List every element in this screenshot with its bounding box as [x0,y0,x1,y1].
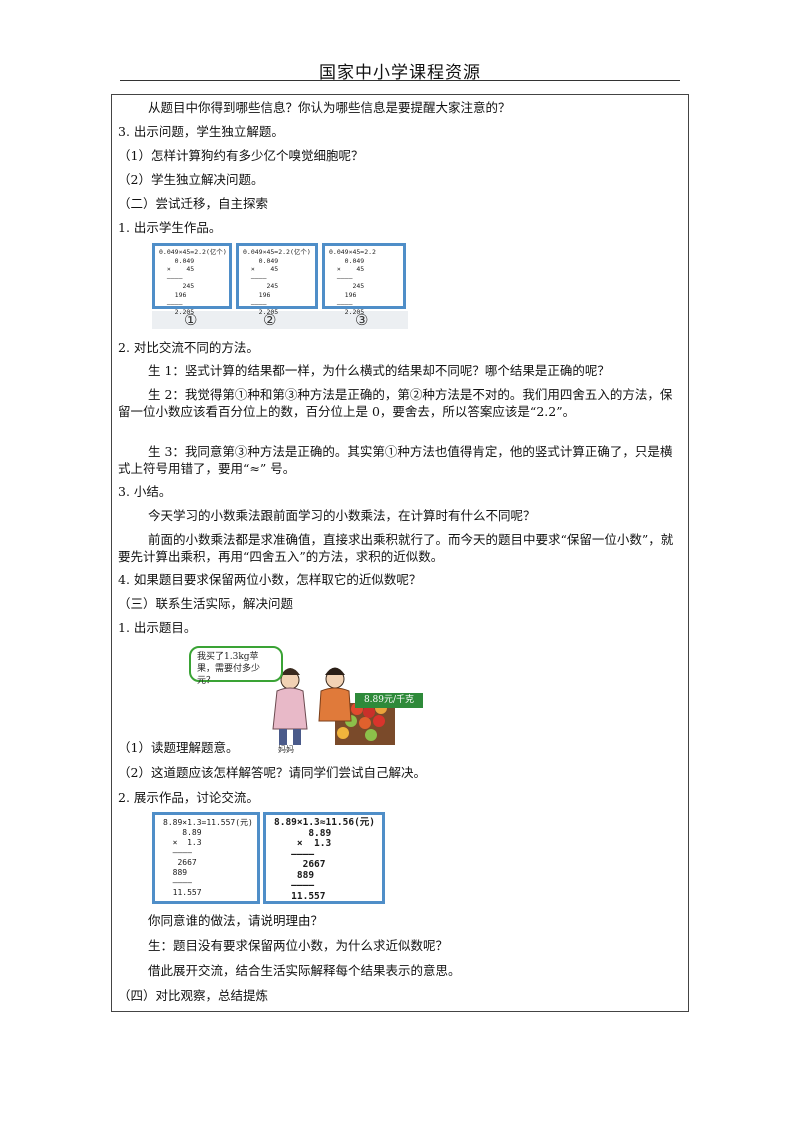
text-line: （1）读题理解题意。 [118,740,239,755]
apple-shape [373,715,385,727]
text-line: 1. 出示题目。 [118,620,197,635]
section-heading: （四）对比观察，总结提炼 [118,988,269,1003]
text-line: 3. 小结。 [118,484,172,499]
header-rule [120,80,680,81]
text-line: 今天学习的小数乘法跟前面学习的小数乘法，在计算时有什么不同呢？ [148,508,536,523]
market-illustration [272,667,395,745]
text-line: 生：题目没有要求保留两位小数，为什么求近似数呢？ [148,938,449,953]
text-line: 从题目中你得到哪些信息？你认为哪些信息是要提醒大家注意的？ [148,100,511,115]
student-work-3: 0.049×45≈2.2 0.049 × 45 ———— 245 196 ———… [322,243,406,316]
work-label: ③ [355,311,369,329]
customer-body [272,687,308,730]
paragraph: 生 2：我觉得第①种和第③种方法是正确的，第②种方法是不对的。我们用四舍五入的方… [118,387,673,419]
text-line: 你同意谁的做法，请说明理由？ [148,913,324,928]
work-text: 0.049×45=2.2(亿个) 0.049 × 45 ———— 245 196… [159,248,227,317]
student-work-1: 0.049×45=2.2(亿个) 0.049 × 45 ———— 245 196… [152,243,232,316]
text-line: 生 1：竖式计算的结果都一样，为什么横式的结果却不同呢？哪个结果是正确的呢？ [148,363,610,378]
paragraph: 前面的小数乘法都是求准确值，直接求出乘积就行了。而今天的题目中要求“保留一位小数… [118,532,674,564]
shown-work-2: 8.89×1.3≈11.56(元) 8.89 × 1.3 ———— 2667 8… [263,812,385,904]
text-line: 3. 出示问题，学生独立解题。 [118,124,284,139]
text-line: 2. 展示作品，讨论交流。 [118,790,259,805]
customer-leg [293,729,301,745]
work-label: ① [184,311,198,329]
shown-work-1: 8.89×1.3=11.557(元) 8.89 × 1.3 ———— 2667 … [152,812,260,904]
fruit-shape [359,717,371,729]
page-title: 国家中小学课程资源 [319,63,481,83]
seller-hair [325,667,345,675]
text-line: （1）怎样计算狗约有多少亿个嗅觉细胞呢？ [118,148,364,163]
text-line: 2. 对比交流不同的方法。 [118,340,259,355]
work-text: 0.049×45≈2.2(亿个) 0.049 × 45 ———— 245 196… [243,248,311,317]
paragraph: 生 3：我同意第③种方法是正确的。其实第①种方法也值得肯定，他的竖式计算正确了，… [118,444,673,476]
customer-leg [279,729,287,745]
lesson-frame [111,94,689,1012]
price-tag: 8.89元/千克 [355,693,423,708]
seller-body [318,687,352,722]
work-text: 8.89×1.3≈11.56(元) 8.89 × 1.3 ———— 2667 8… [274,817,376,902]
section-heading: （三）联系生活实际，解决问题 [118,596,294,611]
work-text: 8.89×1.3=11.557(元) 8.89 × 1.3 ———— 2667 … [163,818,253,897]
fruit-shape [365,729,377,741]
section-heading: （二）尝试迁移，自主探索 [118,196,269,211]
student-work-2: 0.049×45≈2.2(亿个) 0.049 × 45 ———— 245 196… [236,243,318,316]
apple-shape [363,706,375,718]
work-text: 0.049×45≈2.2 0.049 × 45 ———— 245 196 ———… [329,248,376,317]
text-line: （2）这道题应该怎样解答呢？请同学们尝试自己解决。 [118,765,426,780]
text-line: 1. 出示学生作品。 [118,220,222,235]
speech-bubble: 我买了1.3kg苹果，需要付多少元？ [189,646,283,686]
customer-hair [281,668,300,675]
text-line: 借此展开交流，结合生活实际解释每个结果表示的意思。 [148,963,461,978]
text-line: 4. 如果题目要求保留两位小数，怎样取它的近似数呢？ [118,572,422,587]
illustration-caption: 妈妈 [278,745,294,754]
fruit-shape [337,727,349,739]
image-strip [152,311,408,329]
work-label: ② [263,311,277,329]
text-line: （2）学生独立解决问题。 [118,172,264,187]
